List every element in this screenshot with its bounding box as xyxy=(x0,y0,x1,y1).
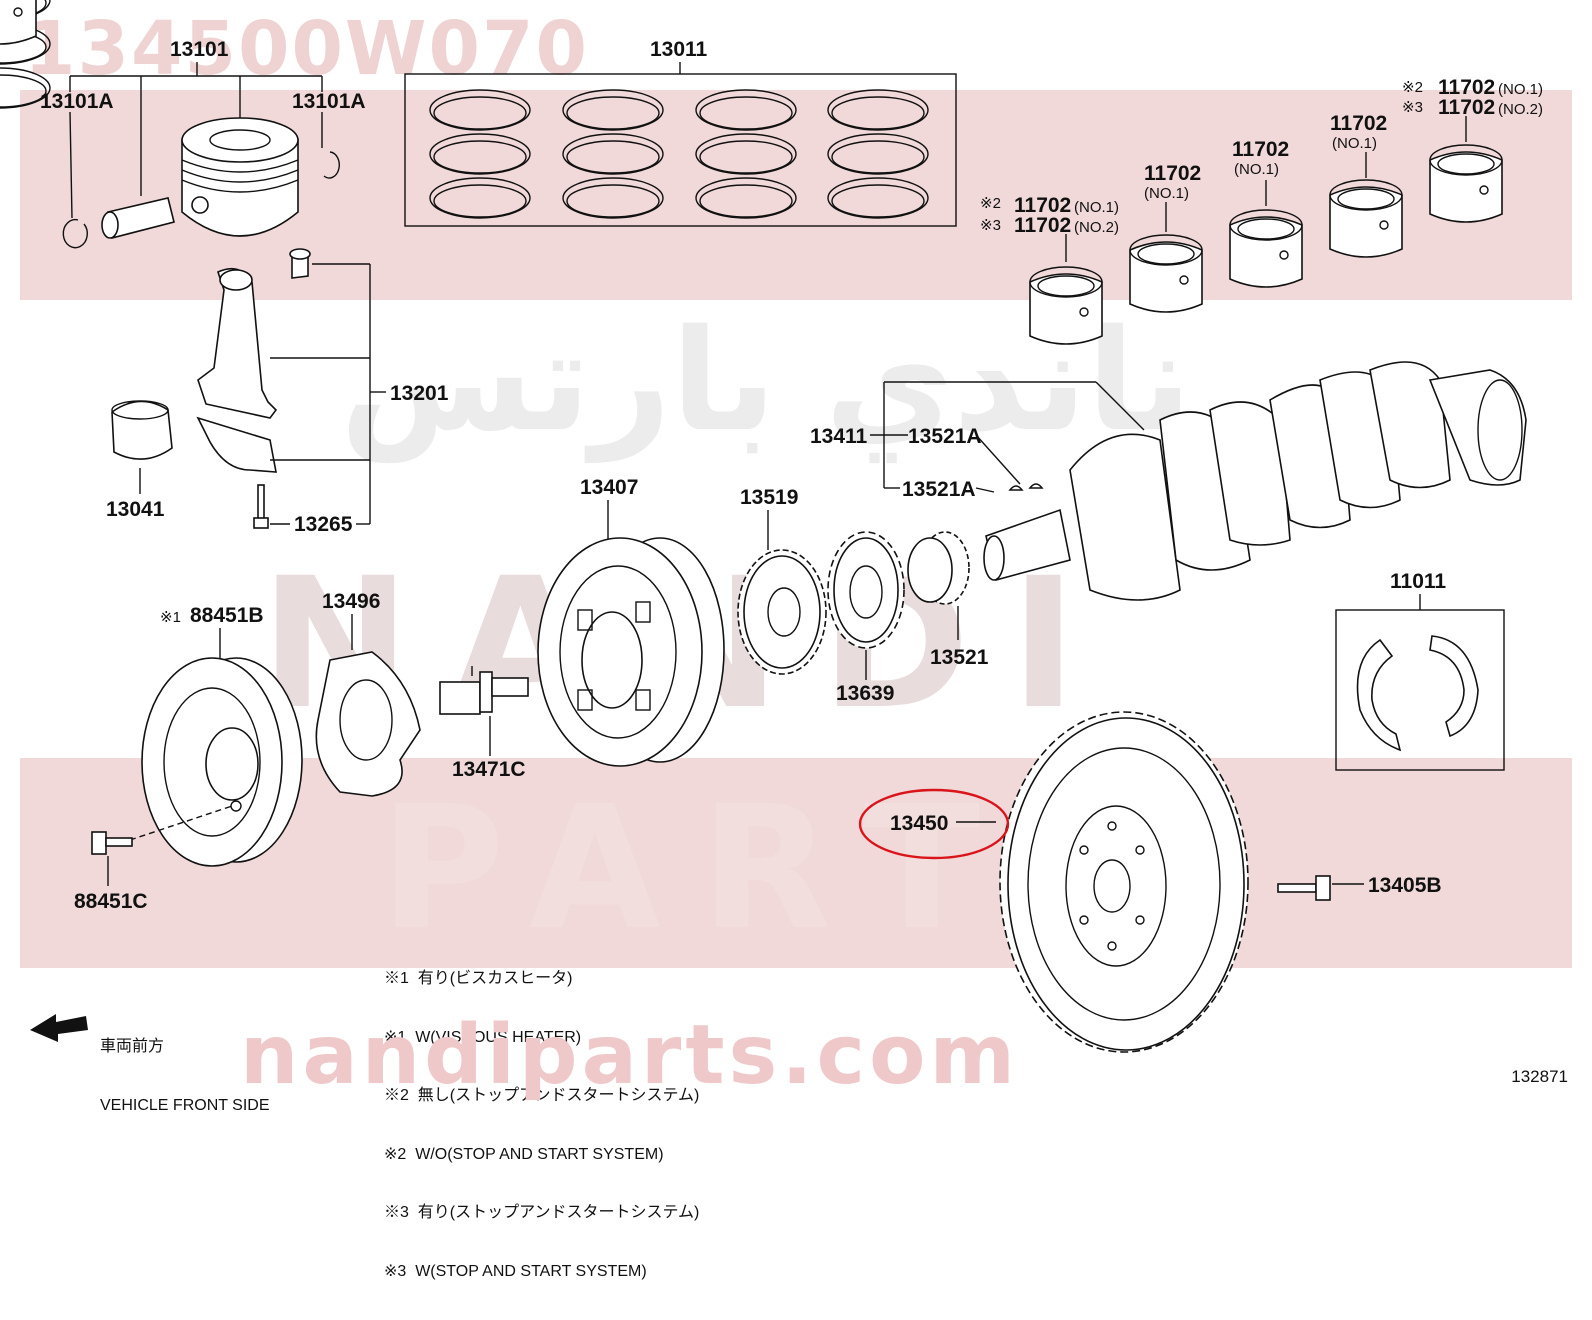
label-b1-no2: (NO.2) xyxy=(1074,219,1119,236)
label-13201: 13201 xyxy=(390,382,449,405)
piston-ring-set xyxy=(0,0,957,227)
label-11702-b2: 11702 xyxy=(1144,162,1201,185)
label-b4-no: (NO.1) xyxy=(1332,135,1377,152)
label-13041: 13041 xyxy=(106,498,165,521)
direction-jp: 車両前方 xyxy=(100,1038,165,1055)
label-13521: 13521 xyxy=(930,646,989,669)
pulley-bolt xyxy=(91,831,133,886)
label-b5-no1: (NO.1) xyxy=(1498,81,1543,98)
flywheel xyxy=(956,711,1249,1053)
label-13521A-lower: 13521A xyxy=(902,478,976,501)
label-11702-b1-1: 11702 xyxy=(1014,194,1071,217)
label-13521A-upper: 13521A xyxy=(908,425,982,448)
label-11011: 11011 xyxy=(1390,570,1446,593)
piston-pin xyxy=(101,197,175,239)
rod-bolt xyxy=(253,484,290,529)
label-13519: 13519 xyxy=(740,486,798,509)
pulley-set-bolt xyxy=(439,666,529,756)
label-13471C: 13471C xyxy=(452,758,526,781)
connecting-rod xyxy=(111,248,386,529)
viscous-heater-pulley xyxy=(129,628,303,867)
label-13407: 13407 xyxy=(580,476,638,499)
crank-sprocket xyxy=(907,531,970,640)
mark-88451B: ※1 xyxy=(160,609,181,626)
parts-diagram: 13101 13101A 13101A 13011 13201 13041 13… xyxy=(0,0,1543,1053)
label-b1-no1: (NO.1) xyxy=(1074,199,1119,216)
label-13011: 13011 xyxy=(650,38,708,61)
timing-chain-sprocket xyxy=(827,531,905,680)
label-11702-b3: 11702 xyxy=(1232,138,1289,161)
label-11702-b4: 11702 xyxy=(1330,112,1387,135)
watermark-part-code: 134500W070 xyxy=(24,6,590,92)
label-b2-no: (NO.1) xyxy=(1144,185,1189,202)
footnotes: ※1 有り(ビスカスヒータ) ※1 W(VISCOUS HEATER) ※2 無… xyxy=(384,930,699,1320)
label-13639: 13639 xyxy=(836,682,894,705)
watermark-url: nandiparts.com xyxy=(240,1008,1019,1103)
label-b3-no: (NO.1) xyxy=(1234,161,1279,178)
main-bearings xyxy=(0,0,1503,345)
label-88451C: 88451C xyxy=(74,890,148,913)
vehicle-front-arrow-icon xyxy=(30,1014,88,1042)
label-88451B: 88451B xyxy=(190,604,264,627)
thrust-washer-set xyxy=(1335,594,1505,771)
crankshaft-pulley xyxy=(537,500,725,767)
snap-ring-left xyxy=(62,218,88,249)
label-11702-b1-2: 11702 xyxy=(1014,214,1071,237)
damper-plate xyxy=(315,614,421,797)
label-13101: 13101 xyxy=(170,38,229,61)
flywheel-bolt xyxy=(1277,875,1364,901)
label-13101A-right: 13101A xyxy=(292,90,366,113)
footnote: ※3 有り(ストップアンドスタートシステム) xyxy=(384,1204,700,1221)
crankshaft xyxy=(870,361,1527,601)
woodruff-key xyxy=(1028,483,1044,489)
diagram-canvas: 134500W070 ناندي بارتس NANDI PARTS xyxy=(0,0,1572,1280)
label-13101A-left: 13101A xyxy=(40,90,114,113)
mark-b1-3: ※3 xyxy=(980,217,1001,234)
footnote: ※1 W(VISCOUS HEATER) xyxy=(384,1028,582,1046)
footnote: ※2 W/O(STOP AND START SYSTEM) xyxy=(384,1145,664,1163)
snap-ring-right xyxy=(323,151,340,179)
crankshaft-timing-gear xyxy=(737,510,827,675)
mark-b5-3: ※3 xyxy=(1402,99,1423,116)
mark-b1-2: ※2 xyxy=(980,195,1001,212)
label-13411: 13411 xyxy=(810,425,868,448)
label-13496: 13496 xyxy=(322,590,380,613)
label-b5-no2: (NO.2) xyxy=(1498,101,1543,118)
piston-group xyxy=(62,62,340,249)
woodruff-key xyxy=(1008,485,1024,491)
rod-bearing xyxy=(111,400,173,494)
label-13265: 13265 xyxy=(294,513,353,536)
footnote: ※1 有り(ビスカスヒータ) xyxy=(384,970,573,987)
label-13405B: 13405B xyxy=(1368,874,1442,897)
highlight-circle xyxy=(858,788,1010,860)
footnote: ※3 W(STOP AND START SYSTEM) xyxy=(384,1262,647,1280)
mark-b5-2: ※2 xyxy=(1402,79,1423,96)
label-11702-b5-1: 11702 xyxy=(1438,76,1495,99)
label-11702-b5-2: 11702 xyxy=(1438,96,1495,119)
piston xyxy=(181,117,299,237)
figure-number: 132871 xyxy=(1511,1067,1568,1086)
label-13450: 13450 xyxy=(890,812,948,835)
